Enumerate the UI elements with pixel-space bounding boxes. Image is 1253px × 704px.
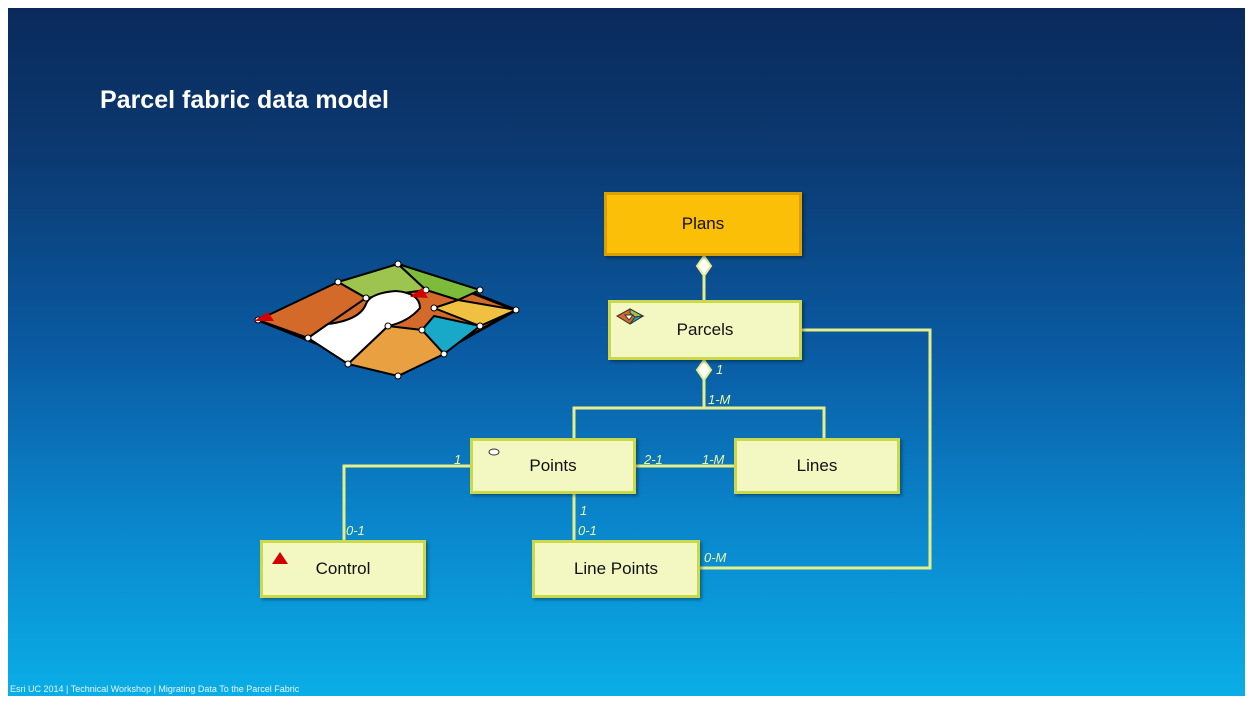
line-points-label: Line Points	[573, 559, 659, 578]
diagram-canvas	[253, 254, 932, 570]
cardinality-linepoints-zero-one: 0-1	[578, 523, 597, 538]
cardinality-points-control-one: 1	[454, 452, 462, 467]
point-icon	[488, 448, 500, 456]
cardinality-linepoints-zero-many: 0-M	[704, 550, 727, 565]
control-box: Control	[260, 540, 426, 598]
line-points-box: Line Points	[532, 540, 700, 598]
control-triangle-icon	[272, 552, 288, 564]
lines-box: Lines	[734, 438, 900, 494]
cardinality-parcels-one: 1	[716, 362, 724, 377]
cardinality-lines-one-many: 1-M	[702, 452, 725, 467]
parcels-label: Parcels	[676, 320, 734, 339]
slide-title: Parcel fabric data model	[100, 86, 390, 114]
connectors	[342, 256, 932, 570]
plans-box: Plans	[604, 192, 802, 256]
parcels-box: Parcels	[608, 300, 802, 360]
cardinality-parcels-many: 1-M	[708, 392, 731, 407]
parcel-icon	[615, 308, 645, 325]
slide: Parcel fabric data model	[8, 8, 1245, 696]
parcel-fabric-illustration	[253, 260, 520, 380]
aggregation-diamond-plans	[695, 254, 713, 278]
cardinality-control-zero-one: 0-1	[346, 523, 365, 538]
cardinality-points-linepoints-one: 1	[580, 503, 588, 518]
lines-label: Lines	[796, 456, 838, 475]
control-label: Control	[315, 559, 371, 578]
aggregation-diamond-parcels	[695, 358, 713, 382]
points-box: Points	[470, 438, 636, 494]
cardinality-points-lines-two-one: 2-1	[644, 452, 663, 467]
points-label: Points	[529, 456, 577, 475]
footer-text: Esri UC 2014 | Technical Workshop | Migr…	[10, 684, 300, 694]
plans-label: Plans	[681, 214, 725, 233]
